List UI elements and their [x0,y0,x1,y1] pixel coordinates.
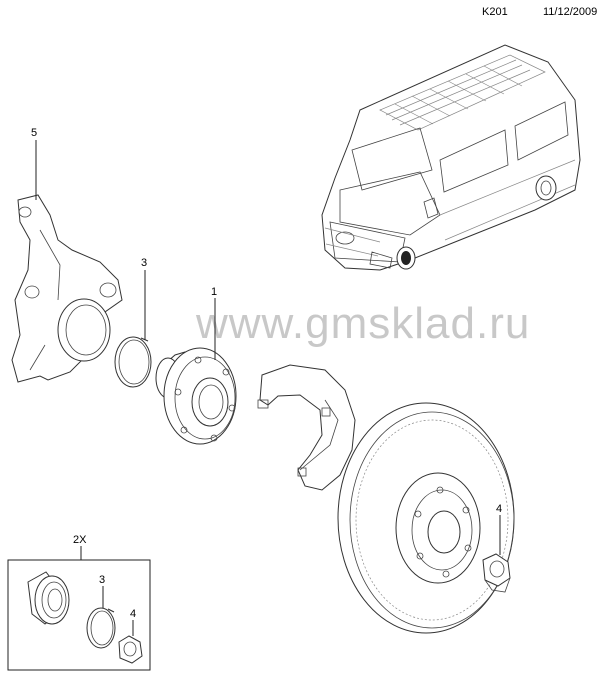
diagram-date: 11/12/2009 [543,6,598,18]
callout-kit-3: 3 [99,574,105,586]
wheel-bearing [27,571,70,625]
kit-snap-ring [86,607,116,649]
callout-2x: 2X [73,534,87,546]
steering-knuckle [11,194,123,383]
brake-dust-shield [257,364,356,491]
callout-1: 1 [211,286,217,298]
snap-ring [114,336,152,388]
kit-box [7,559,151,671]
hub-nut [482,553,511,593]
callout-kit-4: 4 [130,608,136,620]
watermark: www.gmsklad.ru [195,299,530,348]
kit-hub-nut [118,635,143,664]
brake-disc [337,402,515,634]
diagram-code: K201 [482,6,508,18]
callout-5: 5 [31,127,37,139]
wheel-hub [155,347,237,445]
callout-3: 3 [141,257,147,269]
leader-lines [35,140,501,636]
callout-4: 4 [496,503,502,515]
van-illustration [321,44,581,271]
